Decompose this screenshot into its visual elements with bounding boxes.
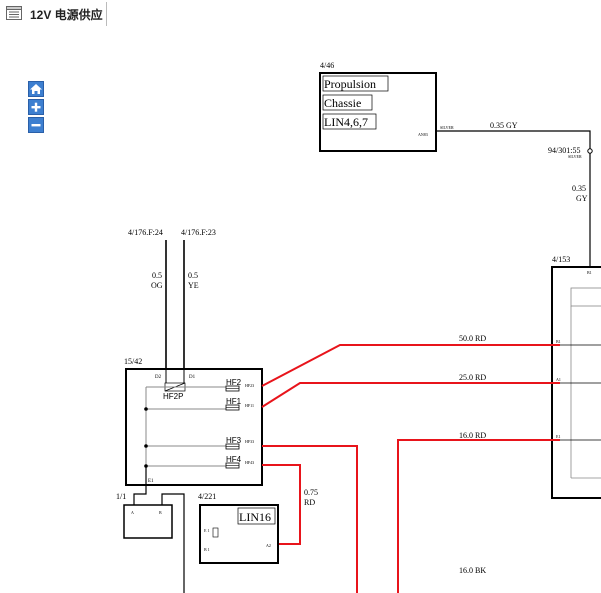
ground-connector[interactable]: 1/1 A B (116, 466, 185, 593)
conn-a-ref: 4/176.F:24 (128, 228, 163, 237)
lin16-label: LIN16 (239, 510, 271, 524)
fuse-pin-hf33: HF33 (245, 439, 254, 444)
conn-b-size: 0.5 (188, 271, 198, 280)
propulsion-ref: 4/46 (320, 61, 334, 70)
wire-16rd-label: 16.0 RD (459, 431, 486, 440)
wire-hf3[interactable] (262, 445, 358, 593)
wire-50rd[interactable]: 50.0 RD (261, 334, 560, 387)
fuse-hf2-label: HF2 (226, 378, 242, 387)
zoom-out-button[interactable] (28, 117, 44, 133)
fuse-pin-hf43: HF43 (245, 460, 254, 465)
wire-50rd-label: 50.0 RD (459, 334, 486, 343)
down-wire-color: GY (576, 194, 588, 203)
battery-pin-top: B1 (587, 270, 592, 275)
splice-point[interactable]: 94/301:55 SILVER 0.35 GY (548, 146, 593, 267)
splice-ref: 94/301:55 (548, 146, 580, 155)
wire-color-tag: SILVER (440, 125, 454, 130)
wire-25rd-label: 25.0 RD (459, 373, 486, 382)
zoom-in-button[interactable] (28, 99, 44, 115)
battery-module[interactable]: 4/153 B1 B1 A1 E1 (551, 255, 601, 499)
lin16-module[interactable]: 4/221 LIN16 E 1 B 1 A2 (198, 492, 279, 564)
fuse-hf1-label: HF1 (226, 397, 242, 406)
fuse-box[interactable]: 15/42 D2 D1 HF2P HF2 HF1 HF3 HF4 HF23 HF… (124, 357, 263, 486)
conn-b-color: YE (188, 281, 199, 290)
conn-b-ref: 4/176.F:23 (181, 228, 216, 237)
connector-wire-ye[interactable]: 4/176.F:23 0.5 YE (181, 228, 216, 370)
fuse-pin-d1: D1 (189, 375, 196, 380)
zoom-in-icon (31, 102, 41, 112)
ground-ref: 1/1 (116, 492, 126, 501)
wire-25rd[interactable]: 25.0 RD (261, 373, 560, 408)
ground-pin-a: A (131, 510, 134, 515)
wire-size-label: 0.35 GY (490, 121, 518, 130)
fuse-pin-hf11: HF11 (245, 403, 254, 408)
splice-color: SILVER (568, 154, 582, 159)
lin16-pin-b1: B 1 (204, 547, 210, 552)
down-wire-size: 0.35 (572, 184, 586, 193)
fuse-pin-d2: D2 (155, 375, 162, 380)
connector-wire-og[interactable]: 4/176.F:24 0.5 OG (128, 228, 167, 370)
conn-a-color: OG (151, 281, 163, 290)
propulsion-label-1: Propulsion (324, 77, 376, 91)
ground-pin-b: B (159, 510, 162, 515)
home-button[interactable] (28, 81, 44, 97)
wire-16bk-label: 16.0 BK (459, 566, 486, 575)
home-icon (30, 84, 42, 94)
lin16-pin-e1: E 1 (204, 528, 209, 533)
propulsion-pin: AN83 (418, 132, 428, 137)
fuse-hf3-label: HF3 (226, 436, 242, 445)
title-bar: 12V 电源供应 (0, 0, 601, 28)
fuse-pin-e1: E1 (148, 479, 154, 484)
fuse-box-ref: 15/42 (124, 357, 142, 366)
propulsion-module[interactable]: 4/46 Propulsion Chassie LIN4,6,7 AN83 (319, 61, 437, 152)
propulsion-label-3: LIN4,6,7 (324, 115, 368, 129)
lin16-pin-a2: A2 (266, 543, 271, 548)
wire-propulsion-splice[interactable]: SILVER 0.35 GY (436, 121, 591, 150)
conn-a-size: 0.5 (152, 271, 162, 280)
battery-pin-b1: B1 (556, 339, 561, 344)
page-title: 12V 电源供应 (30, 8, 103, 22)
zoom-out-icon (31, 124, 41, 127)
battery-module-ref: 4/153 (552, 255, 570, 264)
fuse-hf2p-label: HF2P (163, 392, 183, 401)
propulsion-label-2: Chassie (324, 96, 361, 110)
wire-075rd-size: 0.75 (304, 488, 318, 497)
battery-pin-a1: A1 (556, 377, 561, 382)
battery-pin-e1: E1 (556, 434, 560, 439)
title-divider (106, 2, 107, 26)
wire-16rd[interactable]: 16.0 RD (397, 431, 560, 593)
wire-075rd[interactable]: 0.75 RD (262, 464, 318, 545)
fuse-hf4-label: HF4 (226, 455, 242, 464)
lin16-ref: 4/221 (198, 492, 216, 501)
document-icon (6, 6, 22, 20)
fuse-pin-hf23: HF23 (245, 383, 254, 388)
wire-075rd-color: RD (304, 498, 315, 507)
